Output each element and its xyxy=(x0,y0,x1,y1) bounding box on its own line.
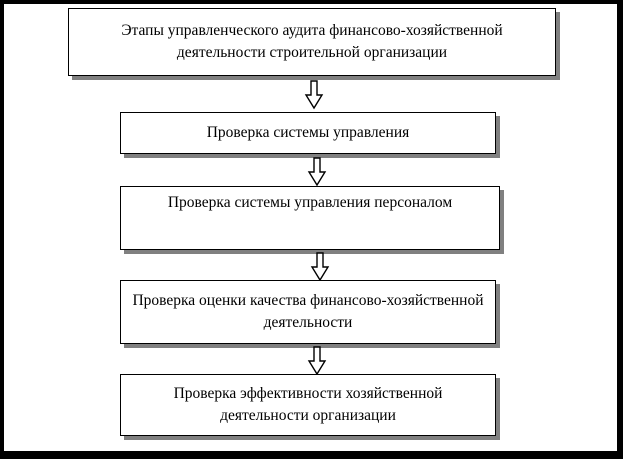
flowchart-title-box: Этапы управленческого аудита финансово-х… xyxy=(68,8,556,76)
flowchart-title-text: Этапы управленческого аудита финансово-х… xyxy=(121,21,503,61)
down-arrow-icon xyxy=(310,252,330,282)
down-arrow-icon xyxy=(307,346,327,376)
step-box-4: Проверка эффективности хозяйственной дея… xyxy=(120,374,496,436)
down-arrow-icon xyxy=(307,157,327,187)
flowchart-canvas: Этапы управленческого аудита финансово-х… xyxy=(4,4,617,451)
step-2-text: Проверка системы управления персоналом xyxy=(167,194,453,211)
step-box-2: Проверка системы управления персоналом xyxy=(120,186,500,250)
step-3-text: Проверка оценки качества финансово-хозяй… xyxy=(132,291,484,331)
step-4-text: Проверка эффективности хозяйственной дея… xyxy=(173,384,443,424)
step-box-1: Проверка системы управления xyxy=(120,112,496,154)
down-arrow-icon xyxy=(304,80,324,110)
step-box-3: Проверка оценки качества финансово-хозяй… xyxy=(120,280,496,344)
step-1-text: Проверка системы управления xyxy=(206,123,410,141)
